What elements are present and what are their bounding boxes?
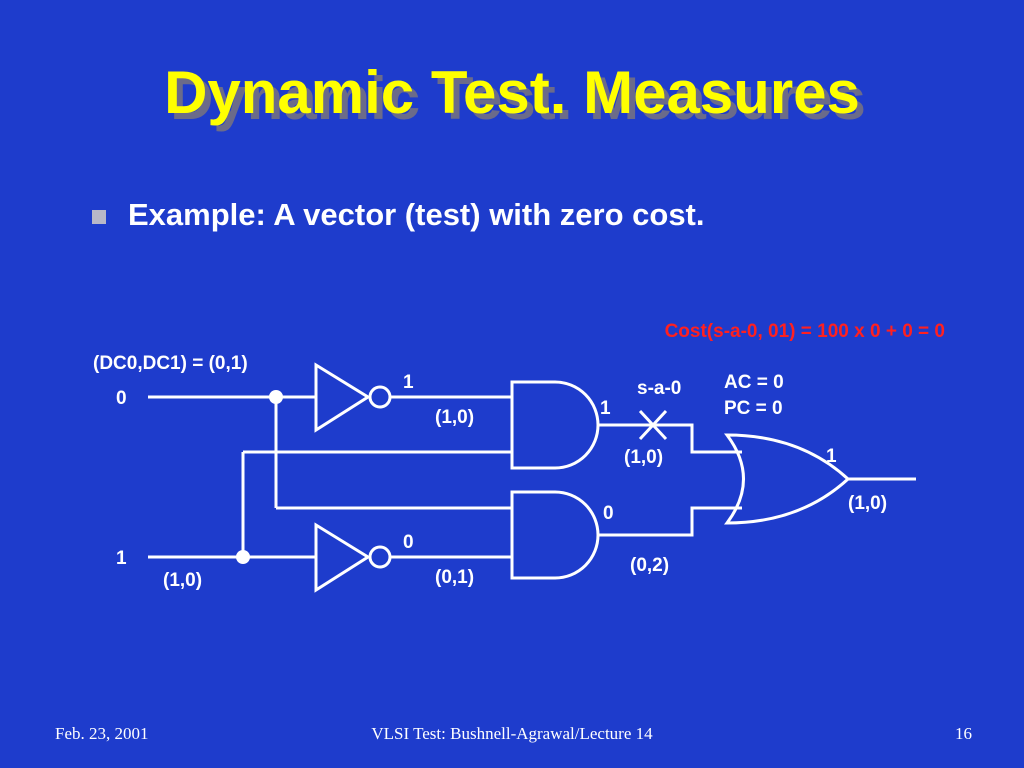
and1-to-or-wire xyxy=(598,423,742,454)
junction-a-dot xyxy=(269,390,283,404)
fault-label: s-a-0 xyxy=(637,378,681,399)
and2-to-or-wire xyxy=(598,506,742,537)
and2-out-value: 0 xyxy=(603,503,614,524)
inv1-out-value: 1 xyxy=(403,372,414,393)
input-b-dc: (1,0) xyxy=(163,570,202,591)
inverter-1-bubble xyxy=(368,385,392,409)
inv2-out-dc: (0,1) xyxy=(435,567,474,588)
footer-course: VLSI Test: Bushnell-Agrawal/Lecture 14 xyxy=(371,724,653,743)
inv2-out-value: 0 xyxy=(403,532,414,553)
footer-page-number: 16 xyxy=(955,724,972,743)
cost-label: Cost(s-a-0, 01) = 100 x 0 + 0 = 0 xyxy=(665,321,945,342)
dc-label: (DC0,DC1) = (0,1) xyxy=(93,353,248,374)
or-out-dc: (1,0) xyxy=(848,493,887,514)
or-out-value: 1 xyxy=(826,446,837,467)
bullet-square-icon xyxy=(92,210,106,224)
footer-date: Feb. 23, 2001 xyxy=(55,724,149,743)
slide-title: Dynamic Test. Measures xyxy=(164,59,860,126)
and2-out-dc: (0,2) xyxy=(630,555,669,576)
bullet-item: Example: A vector (test) with zero cost. xyxy=(92,197,705,233)
inverter-2 xyxy=(314,522,371,593)
input-a-value: 0 xyxy=(116,388,127,409)
input-b-value: 1 xyxy=(116,548,127,569)
inverter-1 xyxy=(314,362,371,433)
inv1-out-dc: (1,0) xyxy=(435,407,474,428)
junction-b-dot xyxy=(236,550,250,564)
and1-out-value: 1 xyxy=(600,398,611,419)
bullet-text: Example: A vector (test) with zero cost. xyxy=(128,197,705,232)
and-gate-1 xyxy=(510,380,600,470)
pc-label: PC = 0 xyxy=(724,398,783,419)
and-gate-2 xyxy=(510,490,600,580)
fault-x-mark-b xyxy=(638,409,668,441)
or-gate xyxy=(724,433,851,525)
inverter-2-bubble xyxy=(368,545,392,569)
ac-label: AC = 0 xyxy=(724,372,784,393)
and1-out-dc: (1,0) xyxy=(624,447,663,468)
